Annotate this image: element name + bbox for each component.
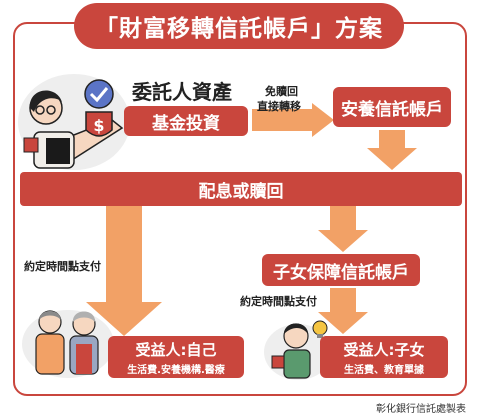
child-trust-account-box: 子女保障信託帳戶 — [262, 254, 420, 286]
arrow-right-down — [318, 206, 368, 252]
settlor-illustration: $ — [18, 74, 130, 170]
elderly-couple-illustration — [22, 310, 114, 378]
beneficiary-child-uses: 生活費、教育單據 — [344, 364, 424, 376]
beneficiary-child-box: 受益人:子女 生活費、教育單據 — [320, 336, 448, 378]
transfer-note-line1: 免贖回 — [265, 85, 298, 98]
child-illustration — [264, 320, 332, 380]
page-title: 「財富移轉信託帳戶」方案 — [74, 3, 404, 49]
arrow-left-down — [86, 206, 162, 336]
beneficiary-self-box: 受益人:自己 生活費.安養機構.醫療 — [108, 336, 244, 378]
beneficiary-self-uses: 生活費.安養機構.醫療 — [127, 364, 225, 376]
arrow-down-child — [318, 288, 368, 334]
check-icon — [84, 79, 114, 109]
transfer-note-line2: 直接轉移 — [257, 100, 301, 113]
settlor-assets-label: 委託人資產 — [132, 80, 232, 104]
footer-credit: 彰化銀行信託處製表 — [376, 404, 466, 415]
beneficiary-self-label: 受益人:自己 — [135, 340, 217, 359]
dollar-icon — [85, 111, 113, 137]
arrow-down-pension — [367, 130, 417, 170]
fund-investment-box: 基金投資 — [124, 106, 248, 136]
dividend-redemption-bar: 配息或贖回 — [20, 172, 462, 206]
beneficiary-child-label: 受益人:子女 — [343, 340, 425, 359]
arrow-transfer — [252, 103, 334, 137]
svg-text:$: $ — [93, 116, 104, 135]
scheduled-payment-left: 約定時間點支付 — [24, 260, 101, 273]
scheduled-payment-right: 約定時間點支付 — [240, 295, 317, 308]
lightbulb-icon — [312, 320, 328, 336]
pension-trust-account-box: 安養信託帳戶 — [333, 87, 451, 127]
